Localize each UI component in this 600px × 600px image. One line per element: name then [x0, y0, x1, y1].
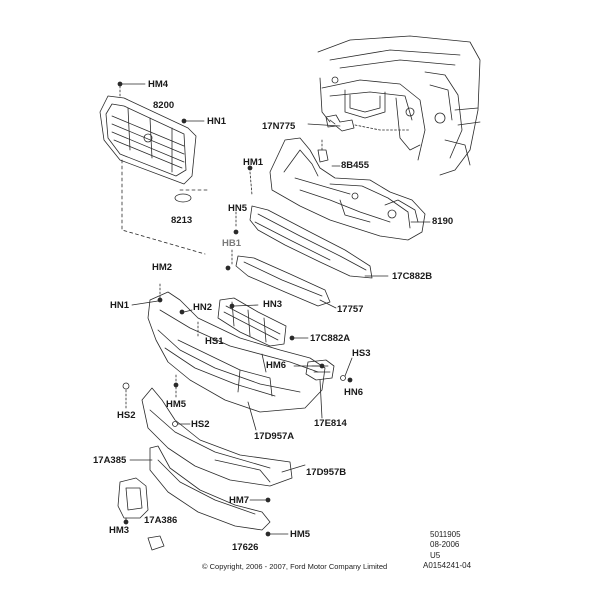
- radiator-support-8190: [269, 137, 426, 241]
- label-hm3: HM3: [109, 525, 130, 536]
- label-8b455: 8B455: [341, 160, 369, 171]
- reinforcement-17c882b: [249, 205, 373, 279]
- label-hm6: HM6: [266, 360, 287, 371]
- bumper-cover-17d957a: [147, 291, 326, 413]
- label-hn2: HN2: [193, 302, 213, 313]
- label-17757: 17757: [337, 304, 364, 315]
- reference-code: A0154241-04: [423, 561, 472, 570]
- label-8190: 8190: [432, 216, 454, 227]
- label-17d957b: 17D957B: [306, 467, 347, 478]
- label-hm5-mid: HM5: [166, 399, 187, 410]
- label-17c882b: 17C882B: [392, 271, 433, 282]
- bracket-17n775: [325, 114, 355, 132]
- label-8213: 8213: [171, 215, 193, 226]
- label-hb1: HB1: [222, 238, 242, 249]
- grille-8200: [99, 95, 197, 185]
- label-17d957a: 17D957A: [254, 431, 295, 442]
- absorber-17757: [235, 255, 331, 307]
- label-hm7: HM7: [229, 495, 250, 506]
- label-hs1: HS1: [205, 336, 224, 347]
- label-hm1: HM1: [243, 157, 264, 168]
- bracket-17a385: [117, 477, 149, 519]
- label-hn5-top: HN5: [228, 203, 248, 214]
- fastener-leaders: [122, 123, 431, 537]
- label-hs3: HS3: [352, 348, 371, 359]
- valance-17d957b: [141, 387, 293, 487]
- label-17n775: 17N775: [262, 121, 296, 132]
- clip-8b455: [317, 149, 329, 163]
- reference-model: U5: [430, 551, 441, 560]
- label-17e814: 17E814: [314, 418, 347, 429]
- label-hm5-bot: HM5: [290, 529, 311, 540]
- emblem-8213: [174, 193, 192, 203]
- reference-date: 08-2006: [430, 540, 460, 549]
- label-17626: 17626: [232, 542, 259, 553]
- label-17c882a: 17C882A: [310, 333, 351, 344]
- label-hn1-top: HN1: [207, 116, 227, 127]
- label-hs2-left: HS2: [117, 410, 136, 421]
- label-hm2: HM2: [152, 262, 173, 273]
- bracket-17e814: [305, 359, 335, 381]
- label-hn6: HN6: [344, 387, 364, 398]
- vehicle-body-outline: [317, 35, 481, 176]
- label-hs2-right: HS2: [191, 419, 210, 430]
- skid-plate-17626: [149, 445, 271, 531]
- bracket-17a386: [147, 535, 165, 551]
- label-17a386: 17A386: [144, 515, 178, 526]
- label-hn3: HN3: [263, 299, 283, 310]
- copyright-notice: © Copyright, 2006 - 2007, Ford Motor Com…: [202, 562, 388, 571]
- reference-number: 5011905: [430, 530, 461, 539]
- label-17a385: 17A385: [93, 455, 127, 466]
- label-8200: 8200: [153, 100, 175, 111]
- label-hn1-left: HN1: [110, 300, 130, 311]
- label-hm4: HM4: [148, 79, 169, 90]
